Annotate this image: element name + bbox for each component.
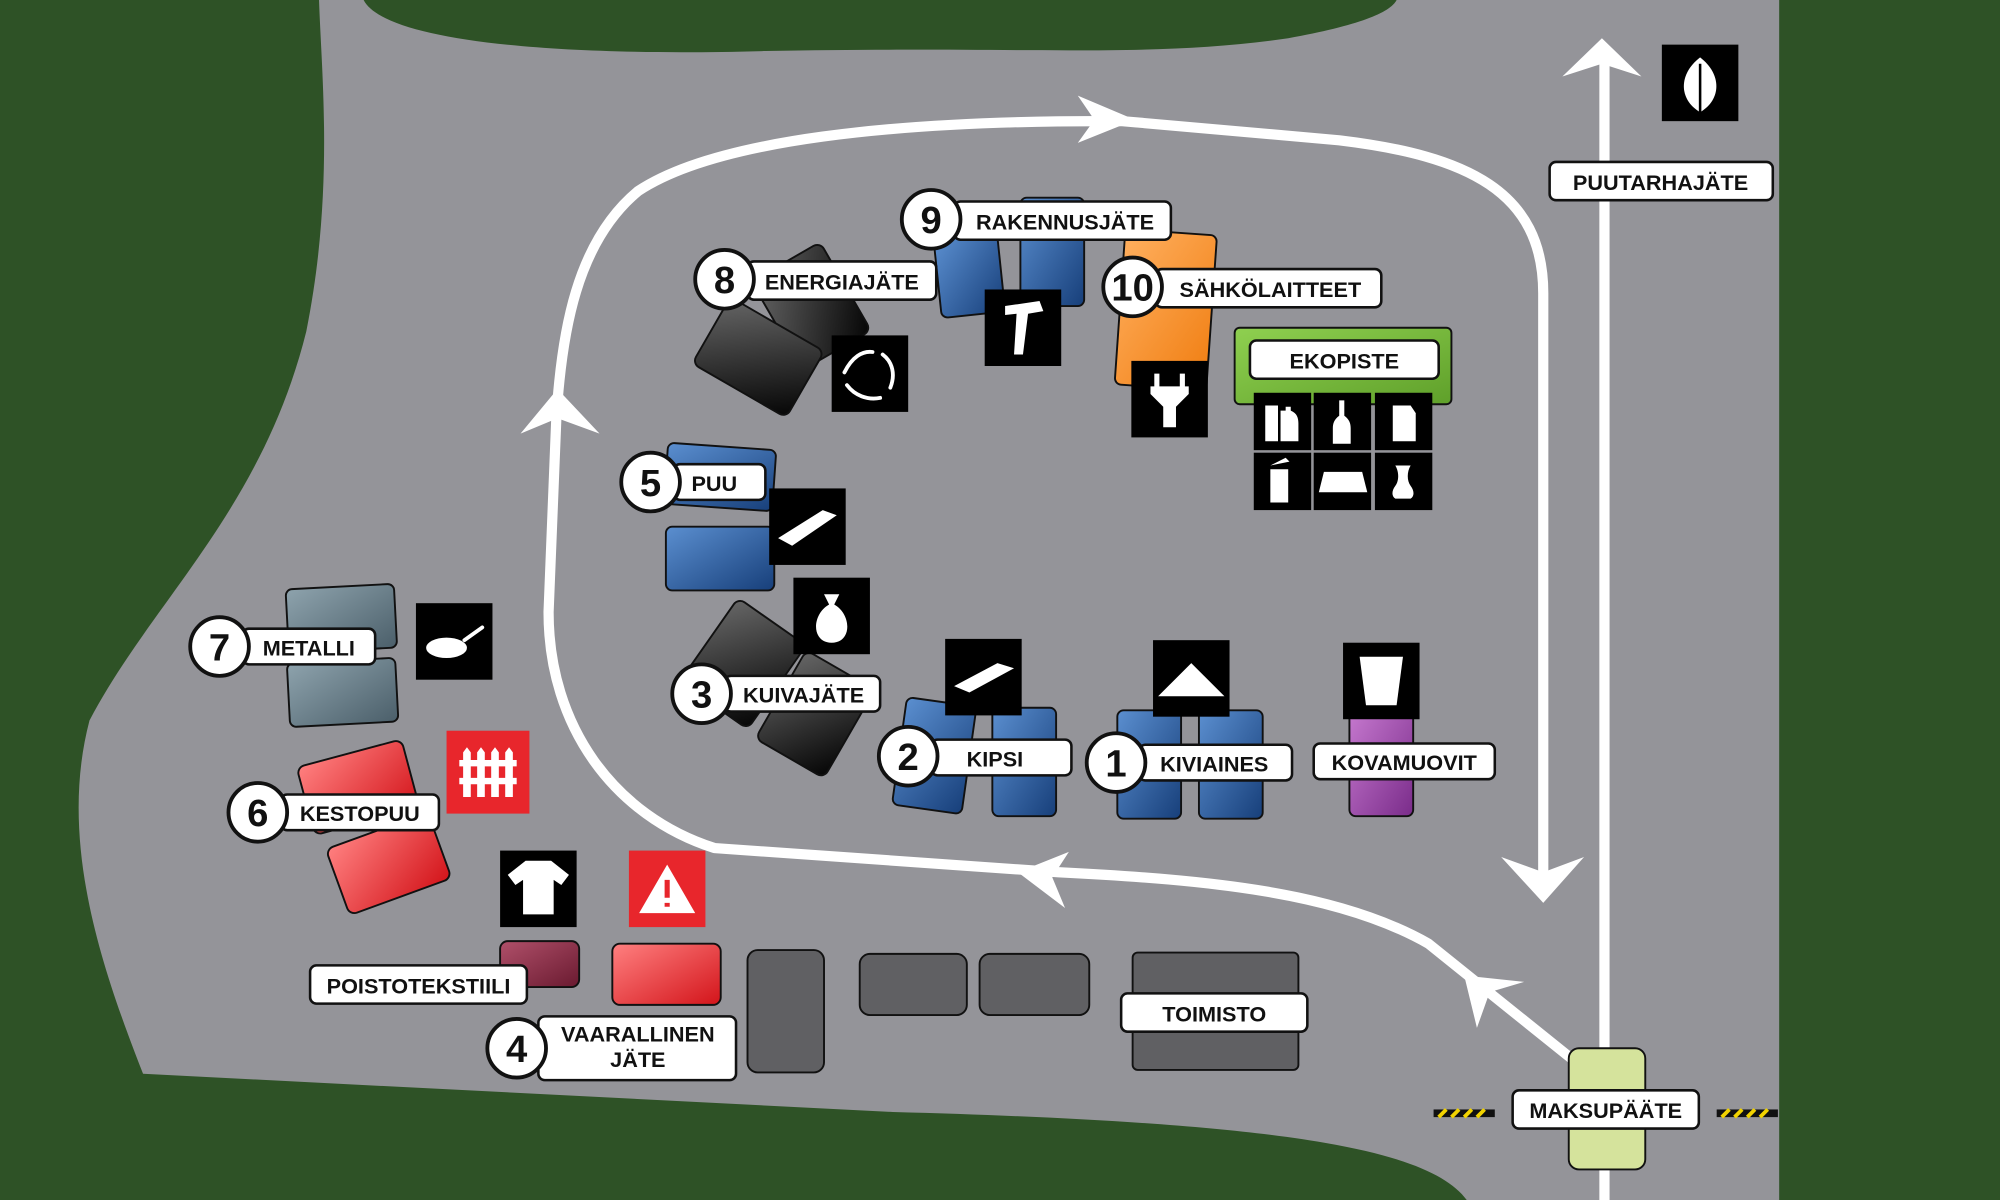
metal-can-icon [1253, 452, 1312, 511]
plug-icon [1131, 360, 1208, 438]
label-text: JÄTE [610, 1047, 665, 1072]
arrow-left-icon [1017, 851, 1069, 908]
label-toimisto[interactable]: TOIMISTO [1119, 992, 1309, 1033]
bucket-icon [1343, 642, 1420, 720]
shirt-icon [500, 850, 577, 928]
arrow-up-icon [1562, 38, 1642, 77]
number-badge: 2 [898, 736, 919, 779]
ekopiste-label: EKOPISTE [1290, 348, 1400, 373]
plasterboard-icon [945, 638, 1022, 716]
grass-patch-top [363, 0, 1397, 53]
label-text: KIPSI [967, 746, 1024, 771]
label-kovamuovit[interactable]: KOVAMUOVIT [1312, 742, 1497, 781]
label-text: KIVIAINES [1160, 751, 1268, 776]
arrow-down-icon [1501, 856, 1585, 903]
number-badge: 5 [640, 462, 661, 505]
hammer-icon [984, 289, 1062, 366]
label-kiviaines[interactable]: KIVIAINES 1 [1084, 731, 1294, 794]
building [978, 952, 1091, 1017]
trash-bag-icon [793, 577, 870, 655]
label-sahkolaitteet[interactable]: SÄHKÖLAITTEET 10 [1101, 255, 1383, 319]
number-badge: 4 [506, 1028, 528, 1071]
carton-icon [1374, 392, 1433, 451]
label-text: POISTOTEKSTIILI [327, 973, 511, 998]
label-text: KESTOPUU [300, 801, 420, 826]
label-kuivajate[interactable]: KUIVAJÄTE 3 [670, 662, 882, 725]
label-text: KOVAMUOVIT [1332, 750, 1477, 775]
number-badge: 9 [920, 199, 941, 242]
label-text: VAARALLINEN [561, 1022, 715, 1047]
label-puutarhajate[interactable]: PUUTARHAJÄTE [1548, 160, 1775, 202]
barrier-left[interactable] [1433, 1108, 1495, 1119]
label-kipsi[interactable]: KIPSI 2 [876, 724, 1073, 788]
label-text: MAKSUPÄÄTE [1529, 1098, 1682, 1123]
number-badge: 7 [209, 626, 230, 669]
label-text: METALLI [263, 635, 355, 660]
label-kestopuu[interactable]: KESTOPUU 6 [226, 781, 441, 844]
ekopiste-area: EKOPISTE [1233, 326, 1453, 511]
building [858, 952, 968, 1017]
number-badge: 10 [1111, 267, 1154, 310]
paper-icon [1313, 452, 1372, 511]
label-puu[interactable]: PUU 5 [619, 450, 767, 514]
building [746, 949, 825, 1074]
glass-bottle-icon [1313, 392, 1372, 451]
frying-pan-icon [415, 603, 493, 680]
arrow-up-icon [520, 388, 600, 434]
label-poistotekstiili[interactable]: POISTOTEKSTIILI [308, 964, 529, 1005]
number-badge: 3 [691, 674, 712, 717]
label-text: RAKENNUSJÄTE [976, 209, 1154, 234]
label-text: PUU [691, 471, 737, 496]
fence-icon [446, 730, 530, 814]
warning-icon [628, 850, 706, 928]
gravel-icon [1153, 640, 1230, 717]
label-vaarallinen-jate[interactable]: VAARALLINEN JÄTE 4 [485, 1015, 738, 1082]
apple-core-icon [1374, 452, 1433, 511]
arrow-up-left-icon [1464, 975, 1525, 1028]
label-text: TOIMISTO [1162, 1001, 1266, 1026]
label-text: PUUTARHAJÄTE [1573, 170, 1748, 195]
label-energiajate[interactable]: ENERGIAJÄTE 8 [693, 248, 938, 311]
plank-icon [769, 488, 846, 565]
label-text: KUIVAJÄTE [743, 683, 864, 708]
number-badge: 8 [714, 259, 735, 302]
driving-route [520, 38, 1642, 1200]
recycle-arrows-icon [831, 335, 909, 412]
leaf-icon [1661, 44, 1739, 122]
number-badge: 1 [1105, 742, 1126, 785]
arrow-right-icon [1077, 95, 1136, 143]
label-text: SÄHKÖLAITTEET [1180, 277, 1362, 302]
plastic-packaging-icon [1253, 392, 1312, 451]
barrier-right[interactable] [1716, 1108, 1778, 1119]
label-rakennusjate[interactable]: RAKENNUSJÄTE 9 [899, 188, 1173, 251]
label-text: ENERGIAJÄTE [765, 269, 919, 294]
label-metalli[interactable]: METALLI 7 [188, 615, 377, 678]
number-badge: 6 [247, 792, 268, 835]
label-maksupaate[interactable]: MAKSUPÄÄTE [1511, 1089, 1701, 1130]
